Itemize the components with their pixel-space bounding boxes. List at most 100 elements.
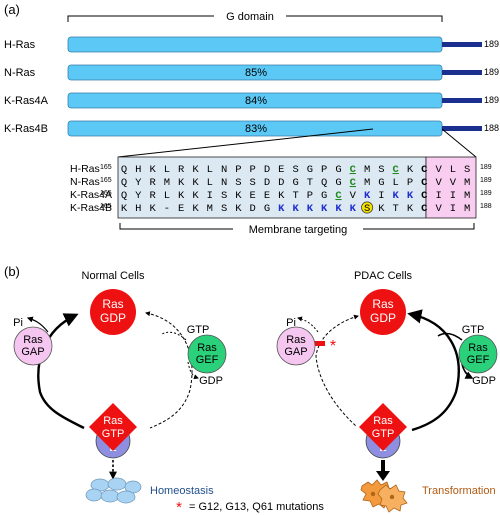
residue: G [264,203,270,215]
residue: P [250,164,256,176]
residue: C [421,164,428,176]
residue: G [335,164,341,176]
pdac-gap-arrow [315,314,359,427]
residue: K [292,203,299,215]
residue: K [407,164,414,176]
residue: D [264,177,270,189]
sequence-start-number: 165 [100,177,112,184]
pdac-mutation-star: * [330,338,336,355]
g-domain-label: G domain [226,11,274,23]
protein-name: K-Ras4B [4,123,48,135]
normal-gap-arrow [37,313,85,430]
sequence-row-name: H-Ras [70,163,100,175]
pdac-pi-arrow [297,316,319,333]
normal-ras-gef-gef: GEF [196,354,219,366]
sequence-row-name: K-Ras4B [70,202,112,214]
normal-ras-gef-ras: Ras [197,342,217,354]
sequence-row-name: N-Ras [70,176,100,188]
residue: H [135,203,141,215]
residue: K [278,203,285,215]
residue: K [378,203,385,215]
identity-percent: 85% [245,67,267,79]
protein-name: N-Ras [4,67,36,79]
panel-b-label: (b) [4,264,20,279]
residue: Q [121,190,127,202]
sequence-end-number: 189 [480,190,492,197]
normal-ras-gdp-ras: Ras [102,297,123,311]
residue: Q [121,177,127,189]
residue: L [164,190,170,202]
residue: L [450,164,456,176]
residue: K [149,164,156,176]
residue: Q [121,164,127,176]
normal-cells-cluster-icon [85,477,142,504]
residue: K [307,203,314,215]
pdac-ras-gap-node [276,326,316,366]
pdac-pi-label: Pi [286,317,296,329]
c-terminal-tail [442,98,482,103]
normal-ras-gap-gap: GAP [21,346,44,358]
pdac-ras-gtp-ras: Ras [373,415,393,427]
footnote-text: = G12, G13, Q61 mutations [189,501,324,513]
residue: K [278,190,285,202]
g-domain-label-bg [214,9,286,23]
residue: C [350,164,357,176]
g-domain-bar [67,36,443,53]
zoom-line-left [117,128,374,158]
pdac-ras-gdp-node [360,289,406,335]
residue: K [321,203,328,215]
residue: S [235,177,241,189]
normal-gtp-arrow [161,331,187,341]
sequence-start-number: 165 [100,190,112,197]
pdac-ras-gef-node [458,334,498,374]
residue: S [250,177,256,189]
residue: I [450,203,456,215]
residue: C [421,203,428,215]
residue: M [464,203,470,215]
residue: G [292,177,298,189]
residue: K [335,203,342,215]
c-terminal-tail [442,126,482,131]
sequence-box [117,156,427,219]
caax-box [425,156,477,219]
residue: V [435,203,442,215]
identity-percent: 84% [245,95,267,107]
palmitoylation-site-marker [361,201,374,214]
sequence-end-number: 189 [480,164,492,171]
residue: D [264,164,270,176]
residue: Y [135,177,142,189]
residue: L [393,177,399,189]
pdac-ras-gef-ras: Ras [468,342,488,354]
residue: Y [135,190,142,202]
pdac-gdp-label: GDP [472,375,496,387]
pdac-cells-title: PDAC Cells [354,270,413,282]
protein-name: K-Ras4A [4,95,49,107]
residue: K [235,203,242,215]
normal-ras-gap-node [13,326,53,366]
residue: I [450,190,456,202]
pdac-block-bar [313,341,325,346]
residue: G [378,177,384,189]
residue: N [221,164,227,176]
normal-gef-arrow [145,311,193,429]
pdac-ras-gap-ras: Ras [286,334,306,346]
normal-ras-gef-node [187,334,227,374]
normal-gtp-label: GTP [187,324,210,336]
normal-gdp-label: GDP [199,375,223,387]
residue: I [207,190,213,202]
residue: E [178,203,184,215]
normal-ras-gtp-node [89,403,137,451]
residue: K [192,190,199,202]
residue: E [250,190,256,202]
c-terminal-tail [442,70,482,75]
residue: M [207,203,213,215]
residue: K [178,177,185,189]
residue: S [221,190,227,202]
residue: K [192,203,199,215]
residue: D [250,203,256,215]
residue: K [178,190,185,202]
pdac-gtp-label: GTP [462,324,485,336]
pdac-gtp-arrow [437,332,463,341]
residue: C [421,190,428,202]
